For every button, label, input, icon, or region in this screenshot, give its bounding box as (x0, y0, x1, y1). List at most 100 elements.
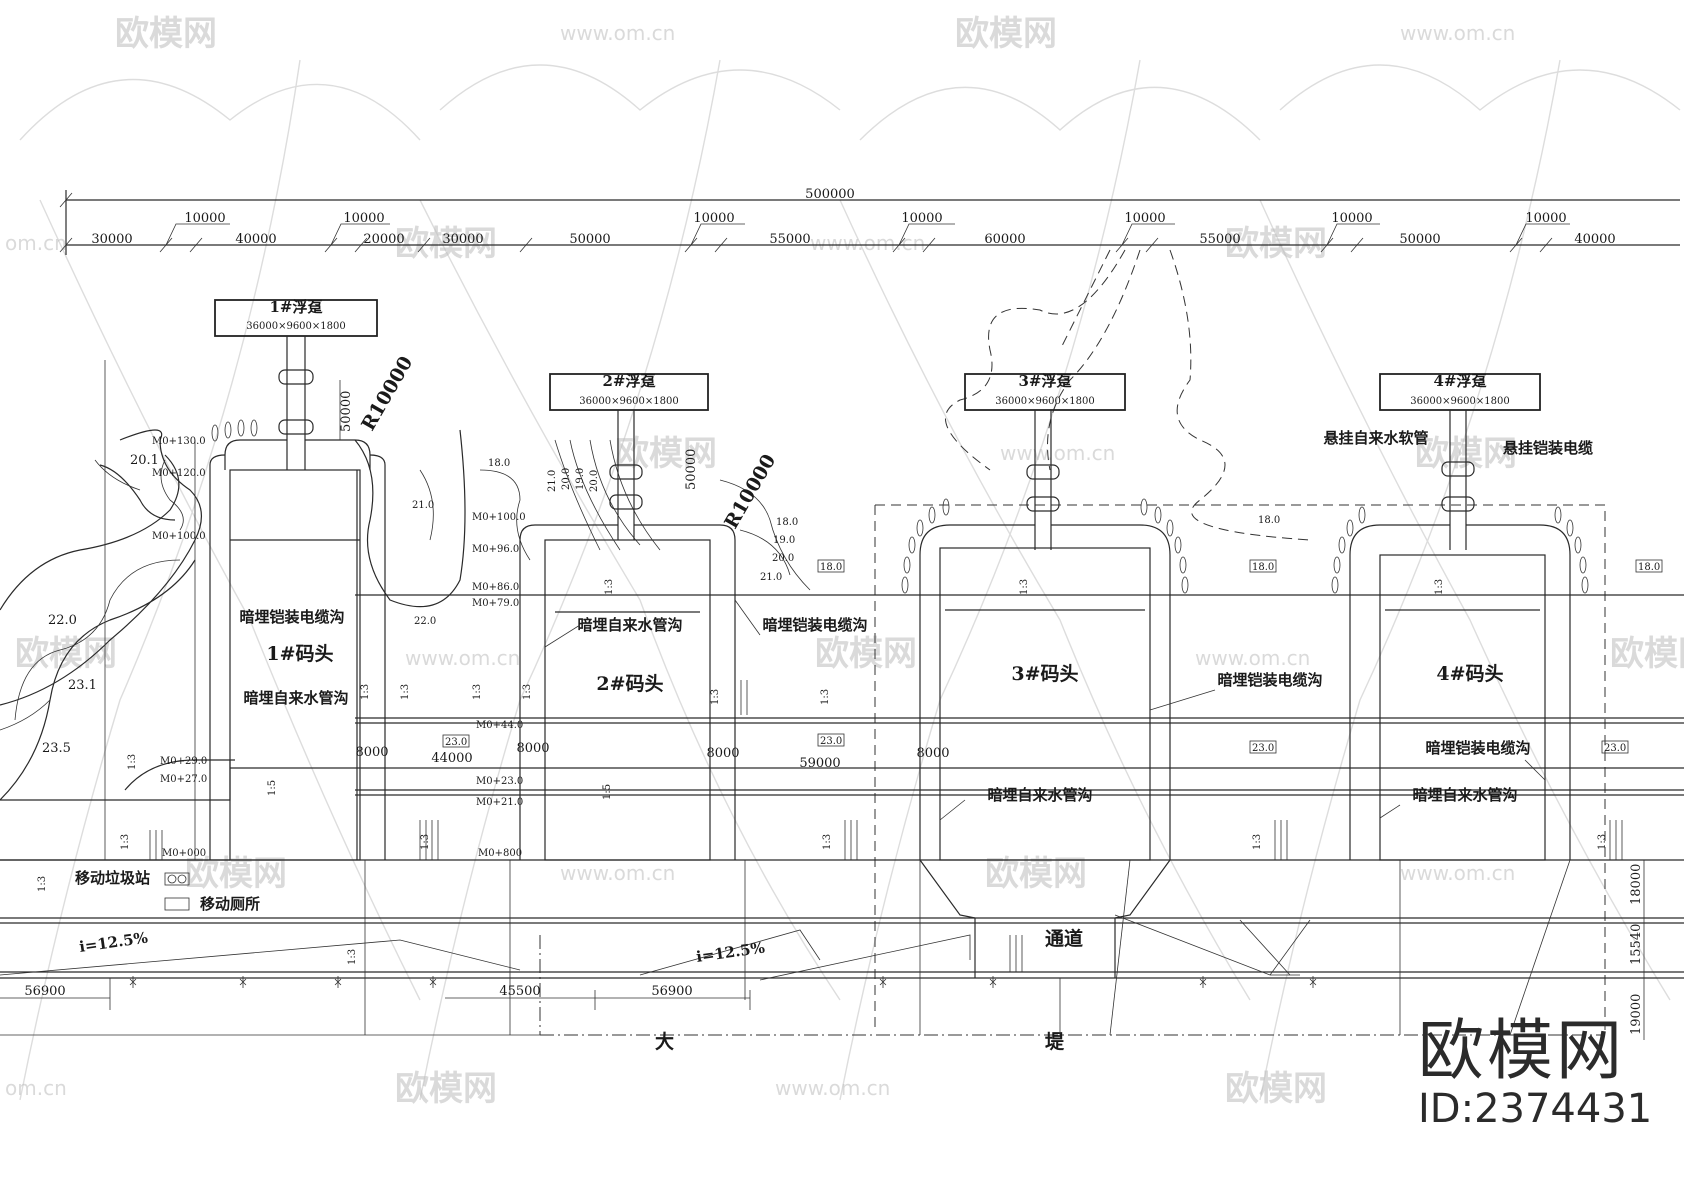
radius-1: R10000 (357, 353, 417, 435)
svg-text:1:3: 1:3 (1597, 834, 1608, 850)
brand-watermark: 欧模网 ID:2374431 (1418, 1015, 1653, 1132)
spacing-59000: 59000 (799, 756, 840, 771)
pontoon-3-size: 36000×9600×1800 (995, 396, 1094, 407)
elev-22-0: 22.0 (48, 613, 77, 628)
chainage-label: M0+800 (478, 848, 522, 859)
watermark-site: www.om.cn (810, 231, 925, 255)
chainage-label: M0+120.0 (152, 468, 206, 479)
dim-pontoon-1: 10000 (184, 211, 225, 226)
dim-seg-5: 50000 (569, 232, 610, 247)
watermark-site: www.om.cn (560, 21, 675, 45)
chainage-label: M0+27.0 (160, 774, 207, 785)
wharf-4-name: 4#码头 (1436, 663, 1503, 685)
svg-text:1:3: 1:3 (400, 684, 411, 700)
garbage-station-icon (164, 872, 190, 886)
total-dimension: 500000 (805, 187, 855, 202)
gap-8000-3: 8000 (706, 746, 739, 761)
wharf-1: 1#浮趸 36000×9600×1800 暗埋铠装电缆沟 1#码头 暗埋自来水管… (209, 298, 417, 861)
watermark-site-short: om.cn (5, 231, 67, 255)
gap-8000-1: 8000 (355, 745, 388, 760)
chainage-label: M0+000 (162, 848, 206, 859)
elevation-boxes: 18.0 18.0 18.0 23.0 23.0 23.0 23.0 (442, 559, 1663, 754)
dim-seg-7: 60000 (984, 232, 1025, 247)
bumper-ovals (901, 498, 1189, 594)
watermark-site: www.om.cn (405, 646, 520, 670)
dashed-routes (539, 249, 1606, 1036)
chainage-label: M0+100.0 (152, 531, 206, 542)
watermark-site: www.om.cn (1400, 861, 1515, 885)
watermark-site: www.om.cn (1000, 441, 1115, 465)
svg-text:1:3: 1:3 (472, 684, 483, 700)
elev-21-0: 21.0 (412, 500, 434, 511)
dim-50000-a: 50000 (339, 391, 354, 432)
elev-23-1: 23.1 (68, 678, 97, 693)
svg-text:1:3: 1:3 (822, 834, 833, 850)
pontoon-dim-leaders (165, 223, 1570, 246)
right-18000: 18000 (1629, 864, 1644, 905)
road-bands (0, 594, 1684, 1036)
elev-20-1: 20.1 (130, 453, 159, 468)
dim-pontoon-4: 10000 (901, 211, 942, 226)
elev-20-0: 20.0 (772, 553, 794, 564)
watermark-brand: 欧模网 (185, 854, 287, 894)
pontoon-4-name: 4#浮趸 (1433, 372, 1487, 390)
hose-label: 悬挂自来水软管 (1323, 429, 1428, 447)
elev-18-0c: 18.0 (1258, 515, 1280, 526)
watermark-brand: 欧模网 (615, 434, 717, 474)
watermark-site: www.om.cn (1195, 646, 1310, 670)
svg-text:23.0: 23.0 (1252, 743, 1274, 754)
dim-pontoon-3: 10000 (693, 211, 734, 226)
watermark-brand: 欧模网 (395, 1069, 497, 1109)
svg-text:1:3: 1:3 (1252, 834, 1263, 850)
svg-text:1:3: 1:3 (420, 834, 431, 850)
elev-19-0: 19.0 (773, 535, 795, 546)
ratio-1-3: 1:3 (604, 579, 615, 595)
dim-50000-b: 50000 (684, 449, 699, 490)
watermark-brand: 欧模网 (815, 634, 917, 674)
watermark-brand: 欧模网 (1225, 224, 1327, 264)
bottom-45500: 45500 (499, 984, 540, 999)
chainage-labels: M0+130.0 M0+120.0 M0+100.0 M0+100.0 M0+9… (152, 436, 526, 859)
svg-text:20.0: 20.0 (589, 470, 600, 492)
chainage-label: M0+100.0 (472, 512, 526, 523)
svg-text:20.0: 20.0 (561, 468, 572, 490)
wharf-1-cable-label: 暗埋铠装电缆沟 (239, 608, 344, 626)
bumper-ovals (211, 419, 258, 442)
hatch-ticks (149, 680, 1623, 972)
pontoon-4-size: 36000×9600×1800 (1410, 396, 1509, 407)
svg-text:18.0: 18.0 (820, 562, 842, 573)
svg-text:23.0: 23.0 (1604, 743, 1626, 754)
wharf-4: 4#浮趸 36000×9600×1800 4#码头 暗埋铠装电缆沟 暗埋自来水管… (1323, 372, 1593, 1036)
dim-pontoon-6: 10000 (1331, 211, 1372, 226)
wharf-3-name: 3#码头 (1011, 663, 1078, 685)
watermark-brand: 欧模网 (115, 14, 217, 54)
chainage-label: M0+79.0 (472, 598, 519, 609)
ratio-1-5: 1:5 (267, 780, 278, 796)
passage-label: 通道 (1045, 927, 1083, 950)
dim-seg-6: 55000 (769, 232, 810, 247)
dim-seg-2: 40000 (235, 232, 276, 247)
radius-2: R10000 (720, 451, 780, 533)
pontoon-1-size: 36000×9600×1800 (246, 321, 345, 332)
brand-id: ID:2374431 (1418, 1086, 1653, 1132)
chainage-label: M0+29.0 (160, 756, 207, 767)
slope-left: i=12.5% (78, 929, 149, 956)
watermark-site: www.om.cn (1400, 21, 1515, 45)
dim-seg-1: 30000 (91, 232, 132, 247)
spacing-44000: 44000 (431, 751, 472, 766)
toilet-icon (164, 897, 190, 911)
dim-pontoon-7: 10000 (1525, 211, 1566, 226)
watermark-brand: 欧模网 (15, 634, 117, 674)
elev-18-0: 18.0 (488, 458, 510, 469)
svg-text:1:3: 1:3 (120, 834, 131, 850)
pontoon-3-name: 3#浮趸 (1018, 372, 1072, 390)
contour-ticks: 21.0 20.0 19.0 20.0 (547, 468, 600, 492)
gap-8000-2: 8000 (516, 741, 549, 756)
svg-text:19.0: 19.0 (575, 468, 586, 490)
facilities: i=12.5% i=12.5% 移动垃圾站 移动厕所 大 堤 (75, 869, 1317, 1053)
svg-text:23.0: 23.0 (820, 736, 842, 747)
svg-text:18.0: 18.0 (1638, 562, 1660, 573)
svg-text:21.0: 21.0 (547, 470, 558, 492)
ratio-1-3c: 1:3 (1019, 579, 1030, 595)
watermark-site: www.om.cn (775, 1076, 890, 1100)
